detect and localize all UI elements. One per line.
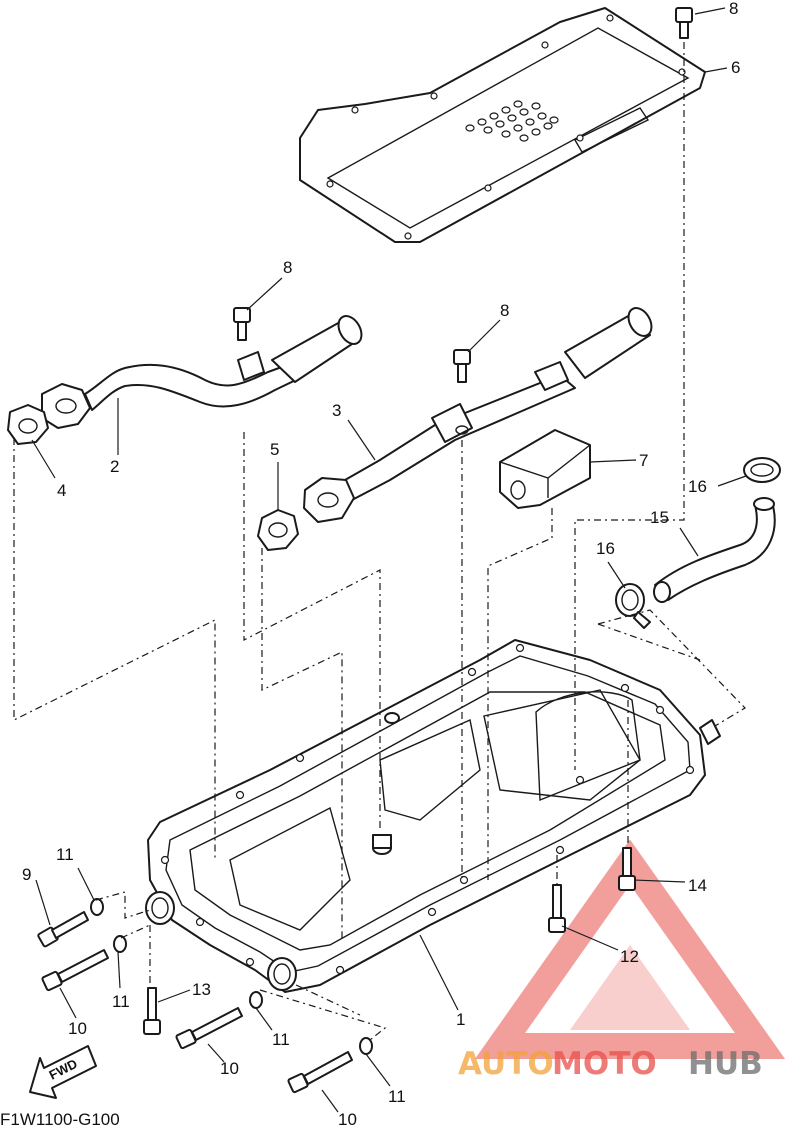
callout-13: 13 [192,980,211,999]
callout-11-c: 11 [272,1030,290,1049]
callout-3: 3 [332,401,341,420]
oil-hose [653,497,776,603]
callout-8-left: 8 [283,258,292,277]
callout-8-middle: 8 [500,301,509,320]
hose-clamp-upper [743,457,781,483]
callout-2: 2 [110,457,119,476]
callout-11-d: 11 [388,1087,406,1106]
hose-clamp-lower [615,583,651,629]
watermark-word-1: AUTO [458,1046,554,1082]
oil-pipe-left [41,315,363,429]
watermark-word-3: HUB [688,1046,763,1082]
washer-11-b [113,935,127,953]
bolt-mid-8 [453,349,471,383]
callout-12: 12 [620,947,639,966]
callout-16-lower: 16 [596,539,615,558]
callout-4: 4 [57,481,66,500]
callout-14: 14 [688,876,707,895]
bolt-top-8 [675,7,693,39]
gasket-middle [257,509,299,551]
washer-11-a [90,898,104,916]
callout-16-upper: 16 [688,477,707,496]
oil-pipe-right [303,307,653,523]
callout-8-top: 8 [729,0,738,18]
callout-10-b: 10 [220,1059,239,1078]
callout-labels: 8 6 8 8 3 5 2 7 16 4 15 16 11 9 14 12 13… [22,0,740,1127]
bolt-left-8 [233,307,251,341]
callout-1: 1 [456,1010,465,1029]
bolt-10-b [175,1007,243,1050]
callout-6: 6 [731,58,740,77]
bolt-10-a [41,949,109,992]
leader-lines [31,7,747,1113]
watermark-word-2: MOTO [552,1046,657,1082]
callout-15: 15 [650,508,669,527]
bolt-14 [618,847,636,891]
pipe-bracket [499,429,591,509]
bolt-10-c [287,1051,353,1094]
callout-10-c: 10 [338,1110,357,1127]
baffle-plate [299,7,706,243]
bolt-12 [548,884,566,933]
watermark-text: AUTO MOTO HUB [458,1046,763,1082]
callout-11-b: 11 [112,992,130,1011]
bolt-13 [143,987,161,1035]
callout-5: 5 [270,440,279,459]
oil-pan [145,639,721,993]
callout-7: 7 [639,451,648,470]
assembly-lines [13,42,746,1041]
diagram-code: F1W1100-G100 [0,1110,120,1127]
forward-arrow-icon: FWD [29,1045,97,1099]
gasket-left [7,404,49,445]
washer-11-d [359,1037,373,1055]
callout-9: 9 [22,865,31,884]
washer-11-c [249,991,263,1009]
watermark-logo [474,839,786,1059]
callout-10-a: 10 [68,1019,87,1038]
callout-11-a: 11 [56,845,74,864]
bolt-9 [37,911,89,948]
